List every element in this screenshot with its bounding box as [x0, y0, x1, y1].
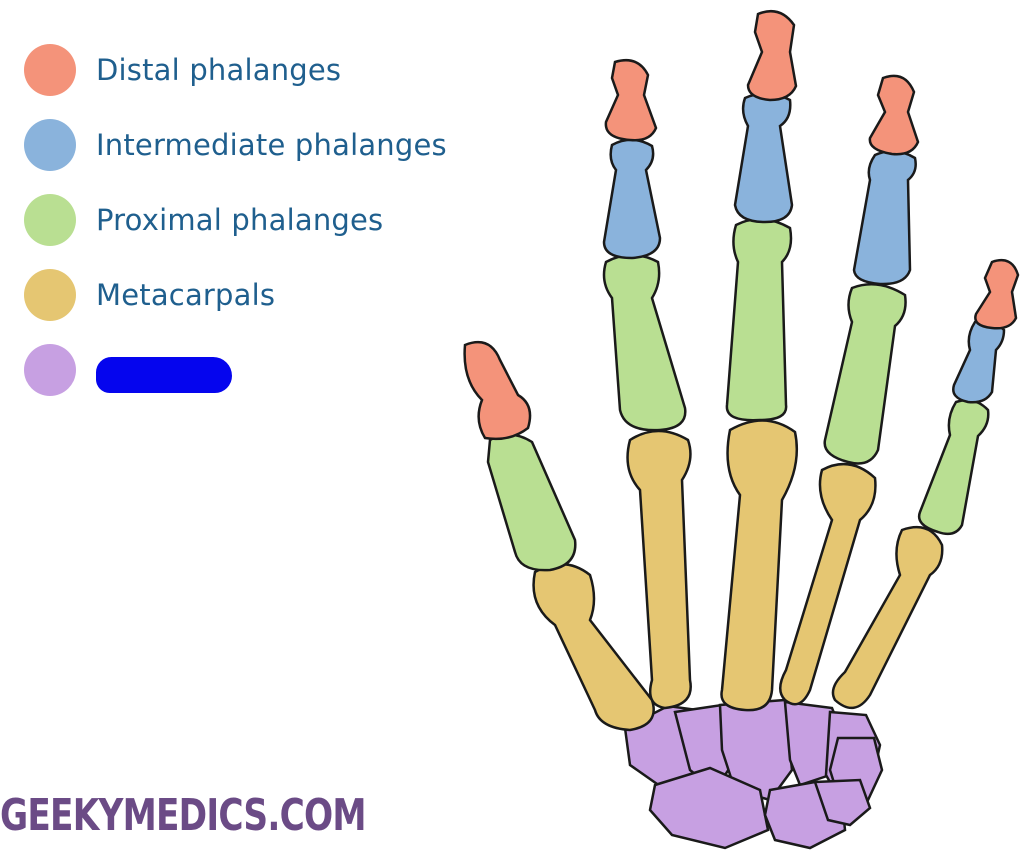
intermediate-phalanx-bones: [602, 92, 1006, 404]
site-watermark: GEEKYMEDICS.COM: [0, 790, 367, 841]
carpal-color-swatch: [24, 344, 76, 396]
legend-label: Metacarpals: [96, 278, 276, 312]
proximal-phalanx-bones: [486, 218, 990, 572]
metacarpal-bones: [532, 419, 944, 732]
distal-color-swatch: [24, 44, 76, 96]
metacarpal-color-swatch: [24, 269, 76, 321]
carpal-bones: [623, 698, 884, 850]
legend-label: Proximal phalanges: [96, 203, 384, 237]
legend-label: Intermediate phalanges: [96, 128, 447, 162]
distal-phalanx-bones: [463, 10, 1020, 441]
redacted-label-mark: [96, 357, 232, 393]
proximal-color-swatch: [24, 194, 76, 246]
intermediate-color-swatch: [24, 119, 76, 171]
legend-label: Distal phalanges: [96, 53, 342, 87]
